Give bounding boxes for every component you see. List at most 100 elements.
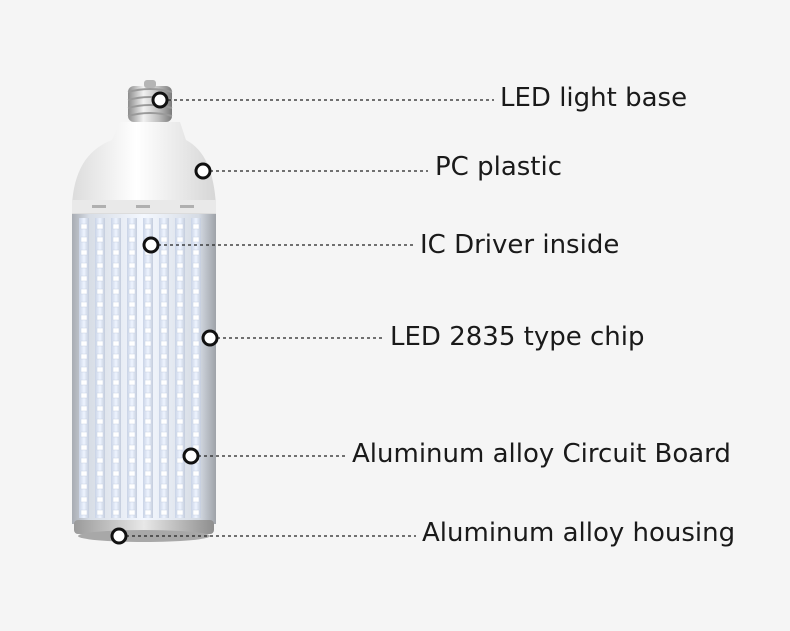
led-chip	[80, 405, 88, 412]
led-chip	[96, 509, 104, 516]
led-chip	[128, 418, 136, 425]
led-chip	[128, 379, 136, 386]
led-chip	[96, 327, 104, 334]
led-chip	[176, 496, 184, 503]
led-chip	[112, 405, 120, 412]
led-chip	[176, 392, 184, 399]
led-chip	[96, 353, 104, 360]
led-chip	[160, 496, 168, 503]
led-chip	[144, 392, 152, 399]
led-chip	[176, 288, 184, 295]
callout-led-light-base: LED light base	[500, 83, 688, 113]
led-chip	[96, 340, 104, 347]
led-chip	[160, 431, 168, 438]
callout-ic-driver: IC Driver inside	[420, 230, 620, 260]
led-chip	[128, 327, 136, 334]
led-chip	[128, 366, 136, 373]
led-chip	[144, 353, 152, 360]
led-chip	[144, 457, 152, 464]
led-chip	[144, 314, 152, 321]
led-chip	[192, 353, 200, 360]
led-chip	[128, 288, 136, 295]
led-chip	[96, 275, 104, 282]
led-chip	[80, 262, 88, 269]
led-chip	[112, 288, 120, 295]
led-chip	[160, 418, 168, 425]
led-chip	[144, 470, 152, 477]
led-chip	[128, 314, 136, 321]
led-chip	[160, 275, 168, 282]
led-chip	[112, 249, 120, 256]
led-chip	[96, 288, 104, 295]
led-chip	[80, 223, 88, 230]
led-chip	[96, 405, 104, 412]
led-chip	[192, 431, 200, 438]
led-chip	[80, 366, 88, 373]
led-chip	[112, 314, 120, 321]
led-chip	[144, 405, 152, 412]
led-chip	[192, 301, 200, 308]
led-chip	[160, 366, 168, 373]
led-chip	[128, 392, 136, 399]
led-chip	[144, 496, 152, 503]
led-chip	[96, 379, 104, 386]
led-chip	[112, 301, 120, 308]
led-chip	[128, 301, 136, 308]
led-chip	[176, 301, 184, 308]
pc-cap	[72, 122, 216, 215]
led-chip	[160, 249, 168, 256]
led-chip	[160, 236, 168, 243]
led-chip	[128, 444, 136, 451]
led-chip	[96, 457, 104, 464]
led-chip	[128, 496, 136, 503]
led-chip	[144, 327, 152, 334]
led-chip	[176, 379, 184, 386]
led-chip	[96, 431, 104, 438]
led-chip	[80, 470, 88, 477]
led-chip	[192, 288, 200, 295]
led-chip	[192, 223, 200, 230]
marker-driver	[142, 236, 160, 254]
led-chip	[192, 483, 200, 490]
led-chip	[128, 457, 136, 464]
led-chip	[112, 366, 120, 373]
callout-housing: Aluminum alloy housing	[422, 518, 736, 548]
led-chip	[176, 340, 184, 347]
led-chip	[96, 444, 104, 451]
led-chip	[160, 327, 168, 334]
led-chip	[80, 483, 88, 490]
led-chip	[80, 327, 88, 334]
led-chip	[144, 509, 152, 516]
led-chip	[160, 223, 168, 230]
marker-housing	[110, 527, 128, 545]
led-chip	[96, 366, 104, 373]
led-chip	[96, 392, 104, 399]
led-chip	[176, 249, 184, 256]
led-chip	[144, 275, 152, 282]
led-chip	[112, 483, 120, 490]
led-chip	[112, 418, 120, 425]
led-chip	[176, 353, 184, 360]
led-chip	[112, 392, 120, 399]
led-chip	[160, 262, 168, 269]
led-chip	[80, 444, 88, 451]
led-chip	[144, 301, 152, 308]
led-chip	[112, 379, 120, 386]
led-chip	[176, 314, 184, 321]
led-chip	[128, 262, 136, 269]
led-chip	[96, 483, 104, 490]
led-chip	[112, 509, 120, 516]
led-chip	[96, 223, 104, 230]
led-chip	[80, 457, 88, 464]
led-chip	[192, 392, 200, 399]
led-chip	[80, 314, 88, 321]
led-chip	[128, 340, 136, 347]
led-chip	[128, 509, 136, 516]
led-chip	[160, 340, 168, 347]
led-chip	[112, 444, 120, 451]
led-chip	[96, 470, 104, 477]
callout-pc-plastic: PC plastic	[435, 152, 563, 182]
led-chip	[176, 457, 184, 464]
marker-board	[182, 447, 200, 465]
